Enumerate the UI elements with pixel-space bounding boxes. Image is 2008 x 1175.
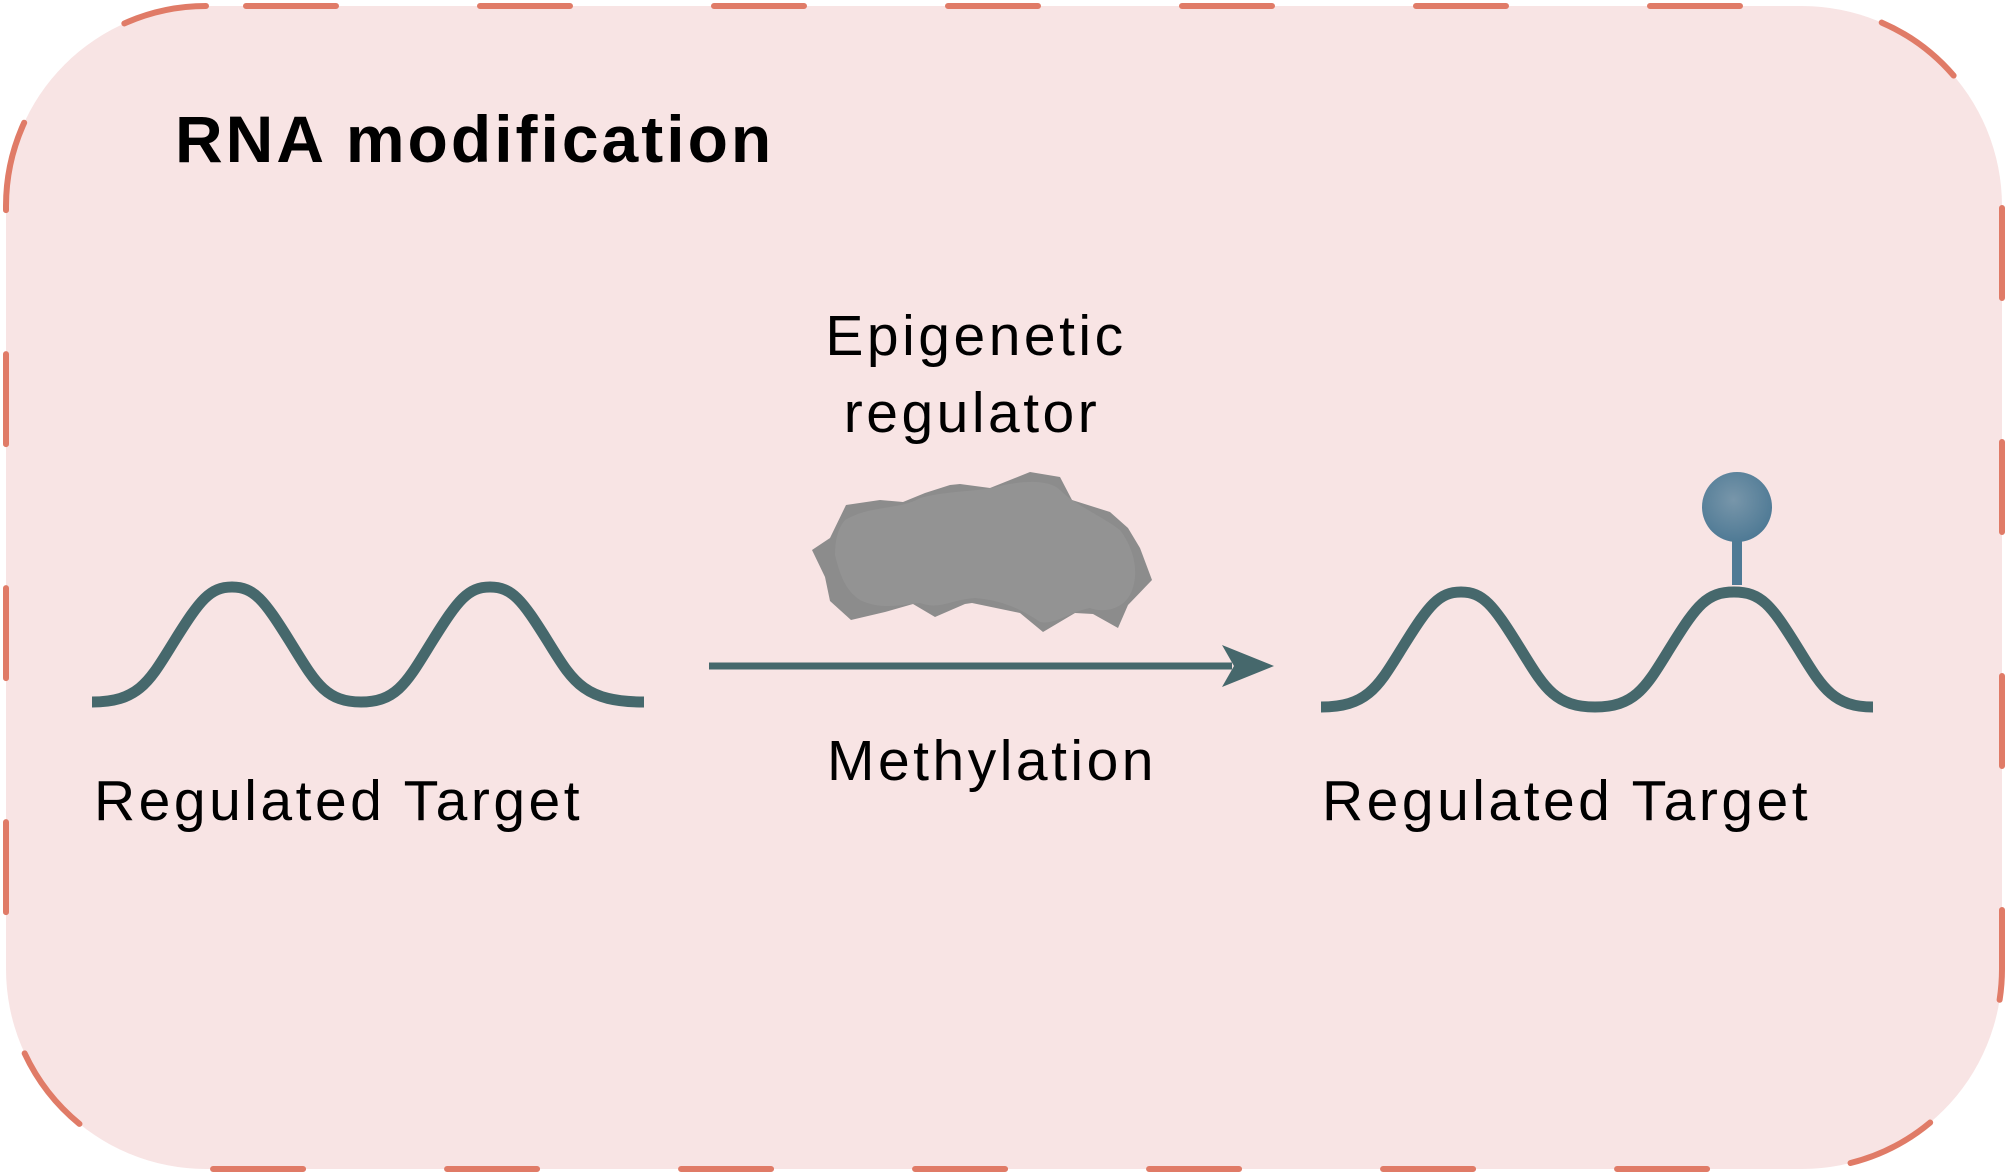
- rna-strand-icon: [91, 581, 645, 708]
- methylation-label: Methylation: [827, 729, 1157, 793]
- right-target-label: Regulated Target: [1322, 769, 1811, 833]
- left-target-label: Regulated Target: [94, 769, 583, 833]
- regulator-label-line1: Epigenetic: [825, 304, 1126, 368]
- regulator-label-line2: regulator: [844, 381, 1100, 445]
- methyl-group-icon: [1702, 472, 1772, 585]
- methylated-rna-strand-icon: [1320, 586, 1874, 713]
- protein-blob-icon: [812, 472, 1152, 632]
- panel-title: RNA modification: [175, 102, 774, 176]
- methylation-arrow: [709, 645, 1274, 687]
